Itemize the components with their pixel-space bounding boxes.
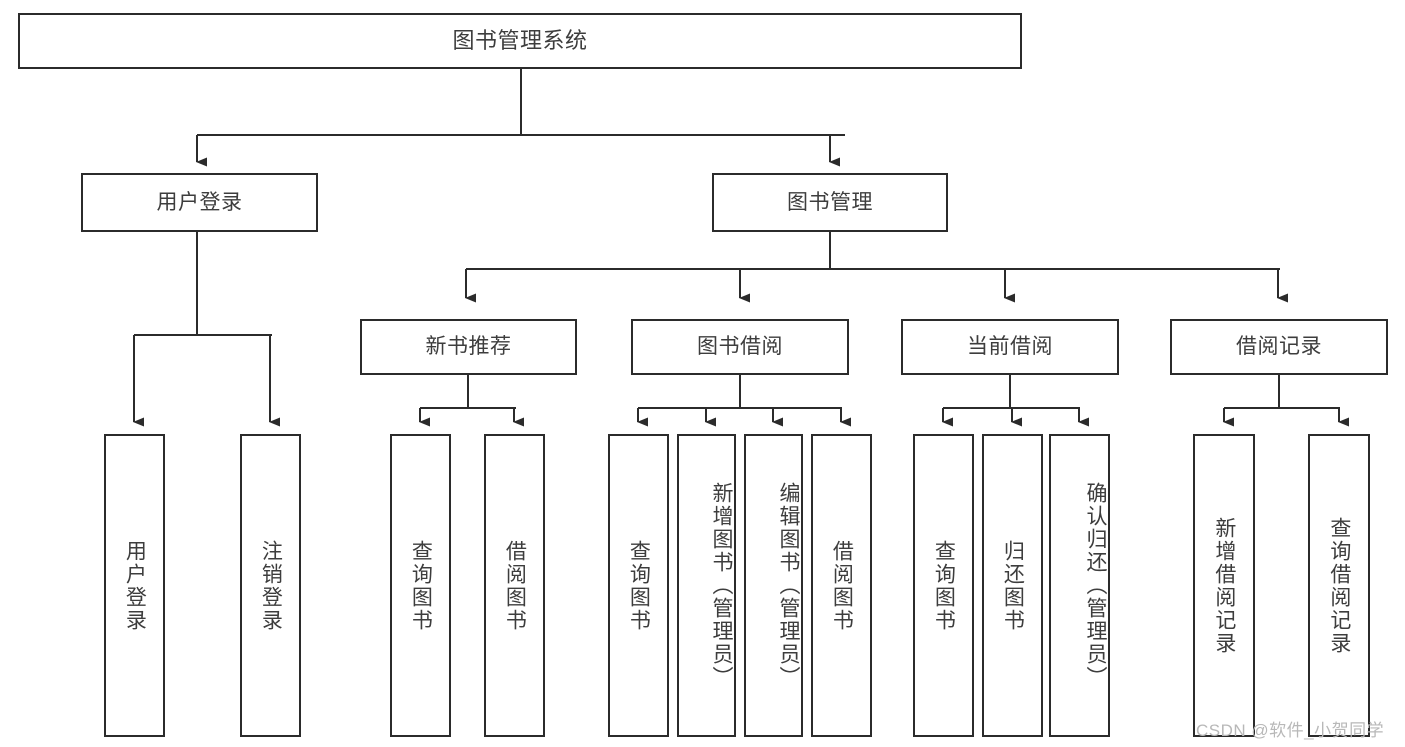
leaf-borrow-book[interactable]: 借阅图书 [811, 434, 872, 737]
node-borrow-record[interactable]: 借阅记录 [1170, 319, 1388, 375]
leaf-add-borrow-record[interactable]: 新增借阅记录 [1193, 434, 1255, 737]
leaf-borrow-book-recommend[interactable]: 借阅图书 [484, 434, 545, 737]
node-new-book-recommend[interactable]: 新书推荐 [360, 319, 577, 375]
csdn-watermark: CSDN @软件_小贺同学 [1196, 721, 1385, 740]
leaf-query-book-borrow[interactable]: 查询图书 [608, 434, 669, 737]
leaf-user-login[interactable]: 用户登录 [104, 434, 165, 737]
leaf-confirm-return[interactable]: 确认归还（管理员） [1049, 434, 1110, 737]
leaf-query-borrow-record[interactable]: 查询借阅记录 [1308, 434, 1370, 737]
leaf-return-book[interactable]: 归还图书 [982, 434, 1043, 737]
node-user-login[interactable]: 用户登录 [81, 173, 318, 232]
node-book-manage[interactable]: 图书管理 [712, 173, 948, 232]
node-book-borrow[interactable]: 图书借阅 [631, 319, 849, 375]
leaf-query-book-recommend[interactable]: 查询图书 [390, 434, 451, 737]
leaf-query-book-current[interactable]: 查询图书 [913, 434, 974, 737]
leaf-user-logout[interactable]: 注销登录 [240, 434, 301, 737]
node-current-borrow[interactable]: 当前借阅 [901, 319, 1119, 375]
leaf-add-book[interactable]: 新增图书（管理员） [677, 434, 736, 737]
node-root-system[interactable]: 图书管理系统 [18, 13, 1022, 69]
leaf-edit-book[interactable]: 编辑图书（管理员） [744, 434, 803, 737]
